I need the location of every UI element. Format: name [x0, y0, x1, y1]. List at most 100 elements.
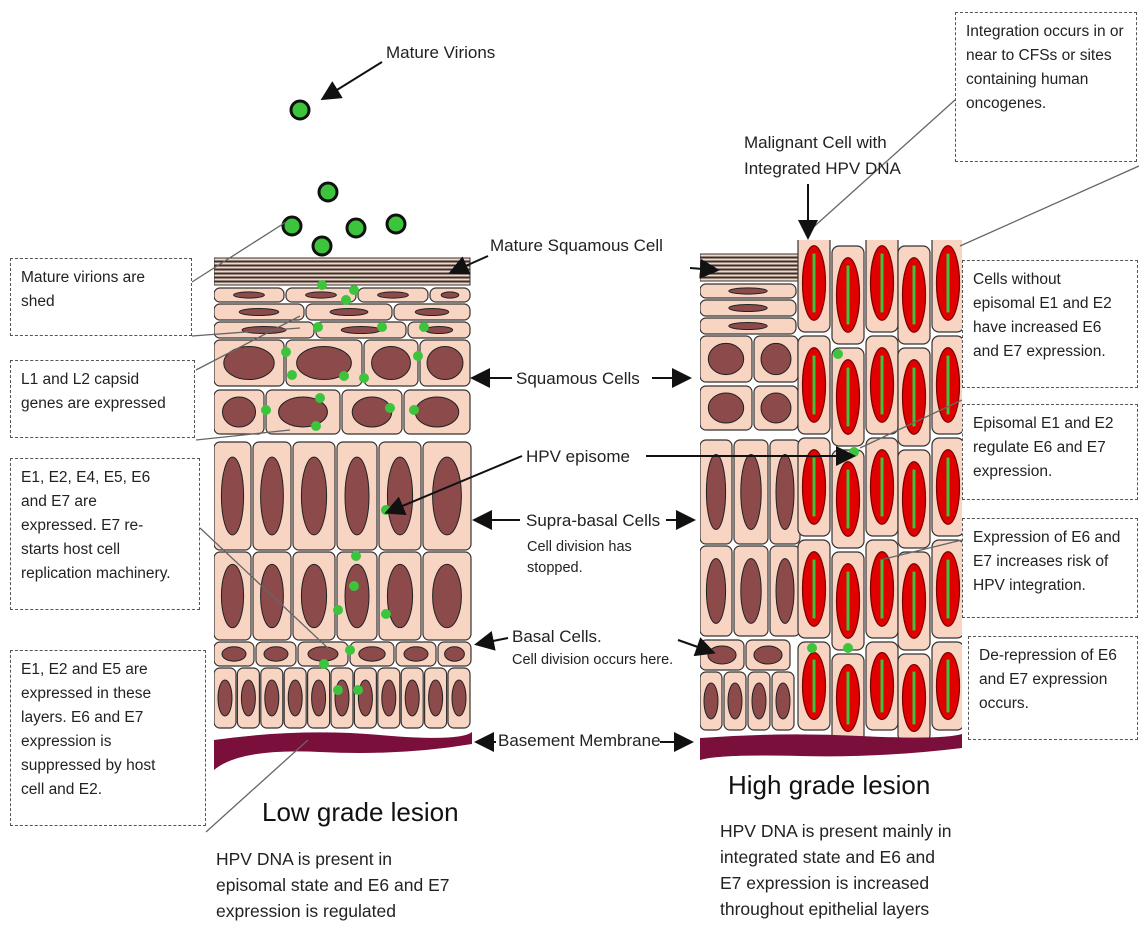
flat-squamous-nucleus	[441, 292, 459, 298]
keratin-layer	[700, 274, 800, 277]
keratin-layer	[700, 258, 800, 261]
right-basement-membrane	[700, 734, 962, 760]
supra-basal-nucleus	[741, 455, 761, 530]
supra-basal-nucleus	[706, 455, 725, 530]
supra-basal-nucleus	[221, 457, 243, 535]
flat-squamous-nucleus	[729, 322, 767, 329]
hpv-episome-dot	[341, 295, 351, 305]
basal-nucleus	[382, 680, 396, 716]
keratin-layer	[700, 278, 800, 281]
supra-basal-nucleus	[776, 455, 794, 530]
basal-transition-nucleus	[308, 647, 338, 661]
supra-basal-nucleus	[741, 559, 761, 624]
low-grade-caption: HPV DNA is present in episomal state and…	[216, 846, 450, 924]
flat-squamous-nucleus	[330, 308, 368, 315]
supra-basal-nucleus	[776, 559, 794, 624]
basal-transition-nucleus	[708, 646, 736, 664]
hpv-episome-dot	[843, 643, 853, 653]
basal-nucleus	[358, 680, 372, 716]
basal-nucleus	[312, 680, 326, 716]
basal-nucleus	[405, 680, 419, 716]
high-grade-title: High grade lesion	[728, 770, 930, 801]
label-hpv-episome: HPV episome	[526, 444, 630, 469]
mature-virion	[313, 237, 331, 255]
flat-squamous-nucleus	[239, 308, 279, 315]
basal-transition-nucleus	[754, 646, 782, 664]
supra-basal-nucleus	[387, 457, 412, 535]
keratin-layer	[214, 270, 470, 273]
hpv-episome-dot	[377, 322, 387, 332]
label-basal-note: Cell division occurs here.	[512, 650, 673, 671]
supra-basal-nucleus	[261, 457, 284, 535]
basal-transition-nucleus	[445, 647, 465, 661]
mature-virion	[387, 215, 405, 233]
note-basal-gene-expression: E1, E2 and E5 are expressed in these lay…	[10, 650, 206, 826]
basal-nucleus	[752, 683, 766, 719]
flat-squamous-nucleus	[234, 292, 265, 298]
note-virions-shed: Mature virions are shed	[10, 258, 192, 336]
label-supra-basal-cells: Supra-basal Cells	[526, 508, 660, 533]
supra-basal-nucleus	[345, 457, 369, 535]
hpv-episome-dot	[287, 370, 297, 380]
flat-squamous-nucleus	[729, 304, 767, 311]
squamous-nucleus	[223, 397, 256, 427]
hpv-episome-dot	[317, 280, 327, 290]
squamous-nucleus	[708, 343, 743, 374]
hpv-episome-dot	[381, 505, 391, 515]
note-cells-without-episomes: Cells without episomal E1 and E2 have in…	[962, 260, 1138, 388]
squamous-nucleus	[427, 346, 463, 379]
label-supra-basal-note: Cell division has stopped.	[527, 537, 632, 579]
hpv-episome-dot	[281, 347, 291, 357]
hpv-episome-dot	[409, 405, 419, 415]
keratin-layer	[214, 266, 470, 269]
keratin-layer	[700, 266, 800, 269]
basal-nucleus	[429, 680, 443, 716]
high-grade-caption: HPV DNA is present mainly in integrated …	[720, 818, 951, 922]
supra-basal-nucleus	[345, 564, 369, 627]
keratin-layer	[700, 262, 800, 265]
hpv-episome-dot	[345, 645, 355, 655]
hpv-episome-dot	[319, 659, 329, 669]
hpv-episome-dot	[353, 685, 363, 695]
leader-integration-sites-2	[960, 166, 1139, 246]
hpv-episome-dot	[381, 609, 391, 619]
hpv-episome-dot	[333, 685, 343, 695]
flat-squamous-nucleus	[729, 288, 767, 294]
keratin-layer	[214, 282, 470, 285]
supra-basal-nucleus	[221, 564, 243, 627]
hpv-episome-dot	[339, 371, 349, 381]
high-grade-epithelium	[700, 234, 964, 742]
hpv-episome-dot	[359, 373, 369, 383]
hpv-episome-dot	[413, 351, 423, 361]
mature-virion	[283, 217, 301, 235]
keratin-layer	[214, 258, 470, 261]
supra-basal-nucleus	[433, 564, 462, 627]
basal-transition-nucleus	[264, 647, 288, 661]
hpv-episome-dot	[315, 393, 325, 403]
label-mature-squamous-cell: Mature Squamous Cell	[490, 233, 663, 258]
flat-squamous-nucleus	[425, 326, 452, 333]
label-basement-membrane: Basement Membrane	[498, 728, 661, 753]
squamous-nucleus	[708, 393, 743, 423]
supra-basal-nucleus	[301, 564, 326, 627]
keratin-layer	[214, 274, 470, 277]
basal-nucleus	[776, 683, 790, 719]
left-basement-membrane	[214, 732, 472, 770]
label-squamous-cells: Squamous Cells	[516, 366, 640, 391]
basal-nucleus	[265, 680, 279, 716]
basal-nucleus	[288, 680, 302, 716]
mature-virion	[319, 183, 337, 201]
mature-virion	[291, 101, 309, 119]
basal-nucleus	[241, 680, 255, 716]
basal-nucleus	[218, 680, 232, 716]
note-integration-sites: Integration occurs in or near to CFSs or…	[955, 12, 1137, 162]
squamous-nucleus	[761, 343, 791, 374]
hpv-episome-dot	[349, 285, 359, 295]
note-derepression: De-repression of E6 and E7 expression oc…	[968, 636, 1138, 740]
hpv-episome-dot	[333, 605, 343, 615]
hpv-episome-dot	[313, 322, 323, 332]
basal-nucleus	[728, 683, 742, 719]
basal-transition-nucleus	[404, 647, 428, 661]
basal-transition-nucleus	[359, 647, 385, 661]
